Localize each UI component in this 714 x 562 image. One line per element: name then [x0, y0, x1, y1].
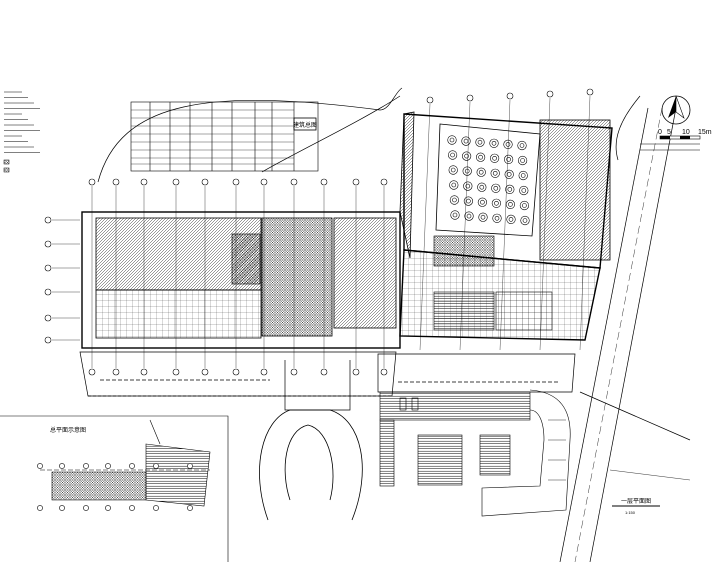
drawing-scale: 1:150: [625, 510, 636, 515]
scale-tick-0: 0: [658, 129, 662, 136]
road: [559, 107, 700, 562]
scale-tick-15m: 15m: [698, 129, 712, 136]
area-table: [130, 101, 319, 172]
drawing-title: 一层平面图: [621, 498, 651, 505]
entrance-drive: [259, 409, 363, 521]
axis-bubbles: [44, 88, 594, 376]
scale-tick-5: 5: [667, 129, 671, 136]
svg-text:建筑总图: 建筑总图: [293, 121, 317, 129]
legend-notes: [3, 91, 40, 173]
north-arrow: [661, 95, 691, 125]
main-building: [81, 111, 613, 349]
inset-key-plan: 总平面示意图: [0, 415, 229, 562]
site-boundary: [97, 87, 641, 183]
scale-tick-10: 10: [682, 129, 690, 136]
parking-lot: [379, 389, 571, 517]
scale-bar: 0 5 10 15m: [658, 129, 712, 140]
title-block: 一层平面图 1:150: [612, 498, 660, 515]
inset-title: 总平面示意图: [50, 426, 86, 434]
column-grid: [52, 95, 591, 368]
drawing-stamp: 建筑总图: [293, 117, 317, 131]
